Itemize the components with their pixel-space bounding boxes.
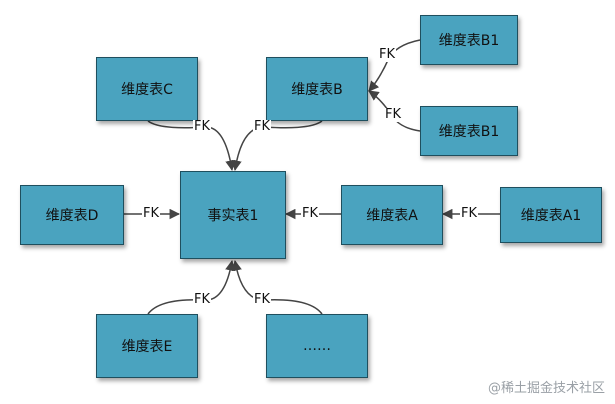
fk-label-b1-bottom: FK [384, 107, 403, 122]
fk-label-d: FK [142, 206, 161, 221]
box-more: …… [266, 314, 368, 378]
box-dim-e: 维度表E [96, 314, 198, 378]
watermark: @稀土掘金技术社区 [487, 381, 605, 396]
box-dim-b1-bottom: 维度表B1 [420, 106, 518, 156]
fk-label-c: FK [193, 119, 212, 134]
fk-label-a1: FK [460, 206, 479, 221]
edge-e-fact [147, 259, 236, 315]
box-dim-c: 维度表C [96, 57, 198, 121]
edge-more-fact [231, 259, 323, 315]
edge-b-fact [231, 120, 323, 172]
fk-label-b: FK [253, 119, 272, 134]
fk-label-more: FK [253, 292, 272, 307]
box-fact-table-1: 事实表1 [180, 171, 286, 259]
fk-label-a: FK [301, 206, 320, 221]
fk-label-e: FK [193, 292, 212, 307]
box-dim-d: 维度表D [20, 185, 124, 245]
edge-c-fact [147, 120, 236, 172]
box-dim-b1-top: 维度表B1 [420, 15, 518, 65]
box-dim-a1: 维度表A1 [500, 187, 602, 243]
box-dim-a: 维度表A [341, 185, 443, 245]
box-dim-b: 维度表B [266, 57, 368, 121]
fk-label-b1-top: FK [378, 47, 397, 62]
